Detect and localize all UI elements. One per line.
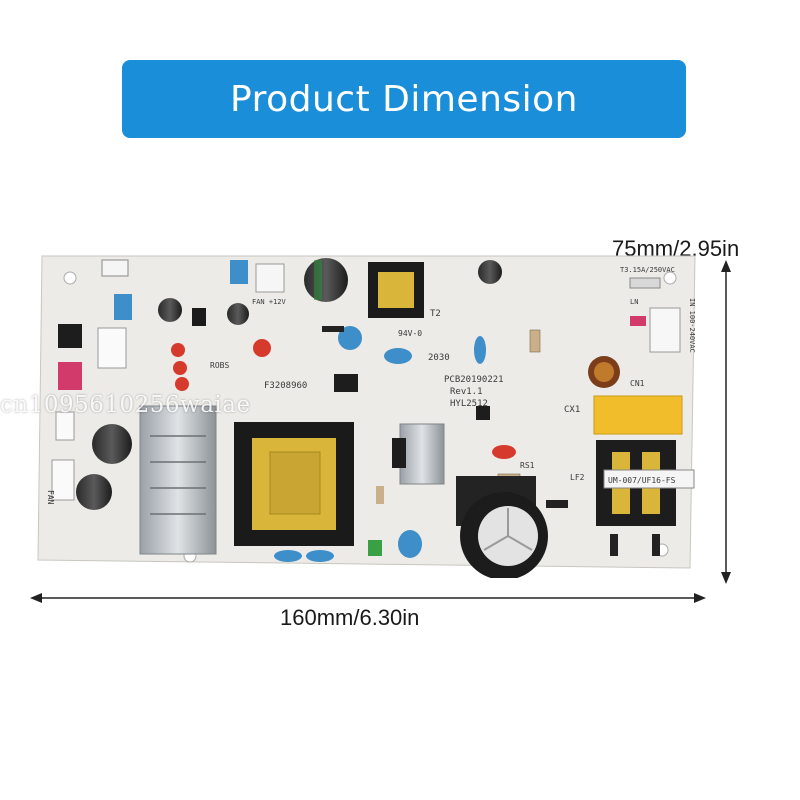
silk-input: IN 100-240VAC xyxy=(688,298,696,353)
silk-pcb-code: PCB20190221 xyxy=(444,375,504,385)
pcb-board-image: FAN FAN +12V T2 94V-0 2030 ROBS F3208960… xyxy=(37,255,696,580)
connector-blue xyxy=(114,294,132,320)
electrolytic-capacitor xyxy=(304,258,348,302)
connector-white xyxy=(51,459,75,501)
heat-sink xyxy=(139,405,217,555)
resistor xyxy=(529,329,541,353)
ceramic-capacitor xyxy=(171,343,185,357)
title-banner: Product Dimension xyxy=(122,60,686,138)
electrolytic-capacitor xyxy=(76,474,112,510)
mounting-hole xyxy=(663,271,677,285)
x-capacitor-cx1 xyxy=(593,395,683,435)
silk-rs1: RS1 xyxy=(520,461,535,470)
connector-white xyxy=(55,411,75,441)
watermark: cn1095610256waiae xyxy=(0,392,251,418)
ceramic-capacitor xyxy=(173,361,187,375)
connector-blue xyxy=(230,260,248,284)
height-dimension-arrow xyxy=(721,260,731,584)
silk-cx1: CX1 xyxy=(564,405,580,415)
silk-filter: UM-007/UF16-FS xyxy=(608,476,676,485)
silk-fan-12v: FAN +12V xyxy=(252,298,287,306)
ceramic-capacitor xyxy=(384,348,412,364)
ceramic-capacitor xyxy=(274,550,302,562)
diode xyxy=(610,534,618,556)
silk-code2: ROBS xyxy=(210,361,229,370)
transistor xyxy=(392,438,406,468)
transistor xyxy=(192,308,206,326)
ceramic-capacitor xyxy=(253,339,271,357)
silk-rating: 94V-0 xyxy=(398,329,422,338)
diode xyxy=(546,500,568,508)
fuse xyxy=(629,277,661,289)
electrolytic-capacitor xyxy=(227,303,249,325)
silk-model: HYL2512 xyxy=(450,399,488,409)
ceramic-capacitor xyxy=(474,336,486,364)
silk-lf2: LF2 xyxy=(570,473,585,482)
silk-ln: LN xyxy=(630,298,638,306)
connector-white xyxy=(97,327,127,369)
diode xyxy=(322,326,344,332)
connector-white xyxy=(101,259,129,277)
optocoupler xyxy=(334,374,358,392)
transistor xyxy=(476,406,490,420)
silk-t2: T2 xyxy=(430,309,441,319)
connector-pink xyxy=(58,362,82,390)
pcb-board: FAN FAN +12V T2 94V-0 2030 ROBS F3208960… xyxy=(30,238,700,582)
ac-input-connector xyxy=(649,307,681,353)
electrolytic-capacitor xyxy=(92,424,132,464)
silk-fuse: T3.15A/250VAC xyxy=(620,266,675,274)
mounting-hole xyxy=(63,271,77,285)
electrolytic-capacitor xyxy=(478,260,502,284)
silk-fan: FAN xyxy=(46,490,55,505)
electrolytic-capacitor xyxy=(158,298,182,322)
silk-cn1: CN1 xyxy=(630,379,645,388)
silk-code1: F3208960 xyxy=(264,381,307,391)
ceramic-capacitor xyxy=(368,540,382,556)
resistor xyxy=(376,486,384,504)
ceramic-capacitor xyxy=(175,377,189,391)
ceramic-capacitor xyxy=(492,445,516,459)
connector-white xyxy=(255,263,285,293)
ceramic-capacitor xyxy=(398,530,422,558)
banner-title: Product Dimension xyxy=(230,78,578,120)
diode xyxy=(652,534,660,556)
connector-black xyxy=(58,324,82,348)
width-dimension-arrow xyxy=(30,593,706,603)
silk-date: 2030 xyxy=(428,353,450,363)
ceramic-capacitor xyxy=(306,550,334,562)
heat-sink xyxy=(399,423,445,485)
width-dimension-label: 160mm/6.30in xyxy=(280,605,420,630)
silk-rev: Rev1.1 xyxy=(450,387,483,397)
